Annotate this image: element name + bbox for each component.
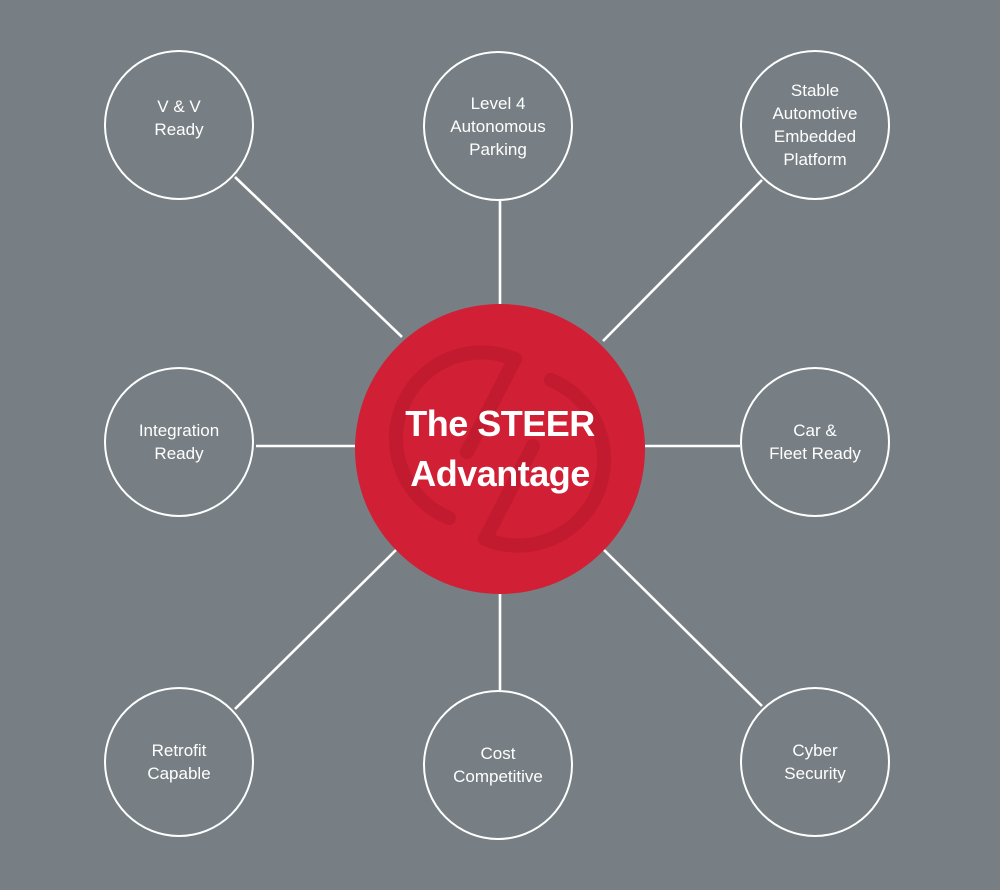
steer-logo-watermark <box>388 345 612 553</box>
center-hub: The STEER Advantage <box>355 304 645 594</box>
node-stable-platform: Stable Automotive Embedded Platform <box>740 50 890 200</box>
node-label: Cost Competitive <box>453 744 543 786</box>
center-title: The STEER Advantage <box>405 403 595 494</box>
center-title-wrap: The STEER Advantage <box>355 304 645 594</box>
node-cost-competitive: Cost Competitive <box>423 690 573 840</box>
node-label: Car & Fleet Ready <box>769 421 861 463</box>
node-cyber-security: Cyber Security <box>740 687 890 837</box>
node-car-fleet-ready: Car & Fleet Ready <box>740 367 890 517</box>
node-label: Retrofit Capable <box>147 741 211 783</box>
node-retrofit-capable: Retrofit Capable <box>104 687 254 837</box>
node-label: Integration Ready <box>138 421 220 463</box>
connector-cyber-security <box>602 548 763 707</box>
node-vv-ready: V & V Ready <box>104 50 254 200</box>
connector-stable-platform <box>602 179 763 342</box>
node-integration-ready: Integration Ready <box>104 367 254 517</box>
node-label: V & V Ready <box>154 96 204 139</box>
node-label: Stable Automotive Embedded Platform <box>772 81 858 169</box>
connector-retrofit-capable <box>234 548 398 710</box>
connector-vv-ready <box>234 176 403 338</box>
node-level4-parking: Level 4 Autonomous Parking <box>423 51 573 201</box>
node-label: Level 4 Autonomous Parking <box>450 93 546 159</box>
node-label: Cyber Security <box>784 741 846 783</box>
